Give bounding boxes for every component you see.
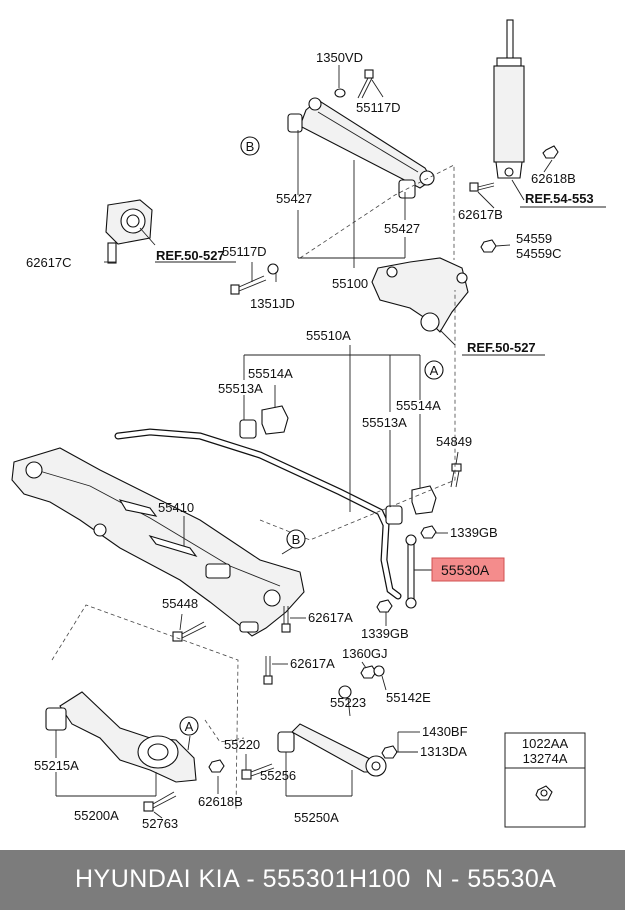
callout-A1-text: A [430, 363, 439, 378]
label-62618B-bottom: 62618B [198, 794, 243, 809]
inset-line1: 1022AA [522, 736, 569, 751]
callout-B2-text: B [292, 532, 301, 547]
label-55223: 55223 [330, 695, 366, 710]
nut-1339GB-bottom [376, 599, 393, 613]
bolt-55117D-mid [230, 275, 267, 295]
nut-62618B-bottom [208, 759, 225, 773]
bolt-55220 [241, 763, 275, 780]
upper-arm-55100 [287, 97, 435, 199]
bushing-assembly-left [105, 199, 153, 264]
label-ref-mid-right: REF.50-527 [467, 340, 536, 355]
label-62617A-a: 62617A [308, 610, 353, 625]
part-labels: 1350VD 55117D 55427 55427 55117D 1351JD … [26, 50, 594, 831]
stabilizer-bar-55510A [114, 428, 402, 600]
footer-part-number: N - 55530A [425, 865, 557, 893]
shock-absorber [493, 19, 525, 179]
nut-1360GJ [360, 665, 377, 679]
highlight-box [431, 557, 505, 582]
label-55427-b: 55427 [384, 221, 420, 236]
label-55427-a: 55427 [276, 191, 312, 206]
label-62617C: 62617C [26, 255, 72, 270]
callout-A2-text: A [185, 719, 194, 734]
nut-1313DA [381, 745, 398, 759]
label-1339GB-top: 1339GB [450, 525, 498, 540]
lower-arm-55200A [45, 691, 197, 783]
assist-arm-55250A [277, 723, 387, 777]
label-55142E: 55142E [386, 690, 431, 705]
callout-A2: A [179, 716, 199, 736]
nut-1339GB-top [420, 525, 437, 539]
bushing-55223 [338, 685, 352, 699]
callout-B2: B [286, 529, 306, 549]
callout-B1-text: B [246, 139, 255, 154]
callout-B1: B [240, 136, 260, 156]
reference-lines [51, 164, 456, 811]
label-55256: 55256 [260, 768, 296, 783]
callout-A1: A [424, 360, 444, 380]
label-62618B-top: 62618B [531, 171, 576, 186]
bolt-54849 [450, 463, 462, 488]
label-1360GJ: 1360GJ [342, 646, 388, 661]
bolt-52763 [143, 791, 177, 812]
footer-brand: HYUNDAI KIA - 555301H100 [75, 865, 411, 893]
label-54849: 54849 [436, 434, 472, 449]
label-1313DA: 1313DA [420, 744, 467, 759]
label-55514A-left: 55514A [248, 366, 293, 381]
label-55117D-mid: 55117D [222, 244, 267, 259]
label-55530A: 55530A [441, 562, 490, 578]
label-54559C: 54559C [516, 246, 562, 261]
label-1430BF: 1430BF [422, 724, 468, 739]
crossmember-55410 [11, 447, 305, 637]
label-55514A-right: 55514A [396, 398, 441, 413]
nut-54559 [480, 239, 497, 253]
label-1339GB-bottom: 1339GB [361, 626, 409, 641]
bracket-55514A-right [411, 485, 437, 515]
label-55215A: 55215A [34, 758, 79, 773]
label-52763: 52763 [142, 816, 178, 831]
label-55220: 55220 [224, 737, 260, 752]
bracket-55514A-left [261, 405, 289, 435]
inset-box: 1022AA 13274A [504, 732, 586, 828]
bushing-55513A-left [239, 419, 257, 439]
inset-line2: 13274A [523, 751, 568, 766]
parts-diagram: A B B A 1022AA 13274A 1350VD 55117D 5542… [11, 19, 606, 831]
label-55510A: 55510A [306, 328, 351, 343]
label-1350VD: 1350VD [316, 50, 363, 65]
nut-1351JD [267, 263, 279, 275]
nut-62618B-top [542, 145, 559, 159]
label-55410: 55410 [158, 500, 194, 515]
label-54559: 54559 [516, 231, 552, 246]
label-55100: 55100 [332, 276, 368, 291]
washer-55142E [373, 665, 385, 677]
label-62617A-b: 62617A [290, 656, 335, 671]
label-ref-top-right: REF.54-553 [525, 191, 594, 206]
bolt-55117D-top [357, 69, 374, 99]
knuckle [371, 257, 469, 333]
label-55250A: 55250A [294, 810, 339, 825]
washer-1350VD [334, 88, 346, 98]
footer-bar: HYUNDAI KIA - 555301H100 N - 55530A [0, 850, 625, 910]
leader-lines [55, 65, 606, 819]
label-55513A-left: 55513A [218, 381, 263, 396]
bolt-62617B [469, 182, 495, 192]
label-55117D-top: 55117D [356, 100, 401, 115]
stabilizer-link-55530A [405, 534, 417, 609]
bushing-55513A-right [385, 505, 403, 525]
label-55200A: 55200A [74, 808, 119, 823]
label-55448: 55448 [162, 596, 198, 611]
label-62617B: 62617B [458, 207, 503, 222]
bolt-62617A-b [263, 656, 273, 685]
label-55513A-right: 55513A [362, 415, 407, 430]
pin-1430BF [397, 731, 404, 752]
bolt-62617A-a [281, 606, 291, 633]
label-ref-left: REF.50-527 [156, 248, 225, 263]
label-1351JD: 1351JD [250, 296, 295, 311]
